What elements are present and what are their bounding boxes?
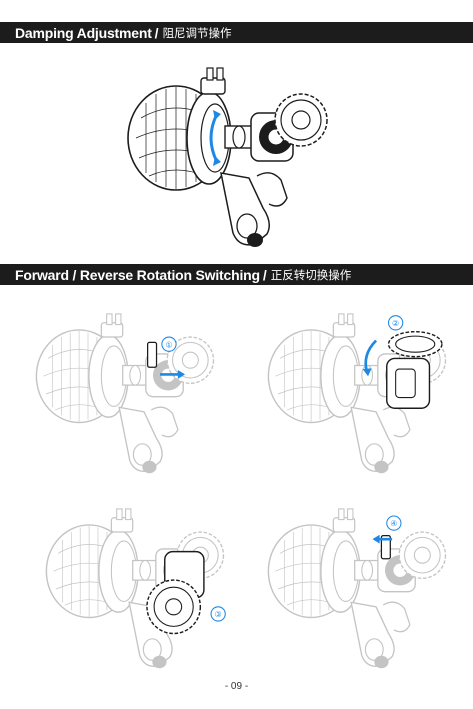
section-title-zh: 正反转切换操作 [270,267,352,282]
page-number: - 09 - [224,681,249,692]
step-badge [161,336,177,352]
section-title-en: Forward / Reverse Rotation Switching [15,266,260,283]
damping-adjustment-figure [118,58,354,258]
step-number: ③ [215,610,222,619]
section-title-en: Damping Adjustment [15,24,152,41]
step-3-figure: ③ [40,500,226,678]
step-1-figure: ① [30,305,235,483]
arrow-head-icon [213,110,221,120]
step-4-figure: ④ [262,500,467,678]
step-number: ④ [390,519,397,528]
section-header-rotation: Forward / Reverse Rotation Switching / 正… [0,264,473,285]
step-badge [386,515,402,531]
step-badge [387,315,404,331]
step-number: ① [165,340,172,349]
gear-unit-icon [146,550,205,635]
section-title-zh: 阻尼调节操作 [162,25,232,40]
title-separator: / [154,24,159,41]
lock-lever-icon [380,534,391,560]
step-2-figure: ② [262,305,467,483]
step-number: ② [392,319,399,328]
section-header-damping: Damping Adjustment / 阻尼调节操作 [0,22,473,43]
gear-unit-icon [386,330,443,409]
step-badge [210,606,226,622]
arrow-head-icon [213,156,221,166]
title-separator: / [262,266,267,283]
lock-lever-icon [147,341,158,368]
